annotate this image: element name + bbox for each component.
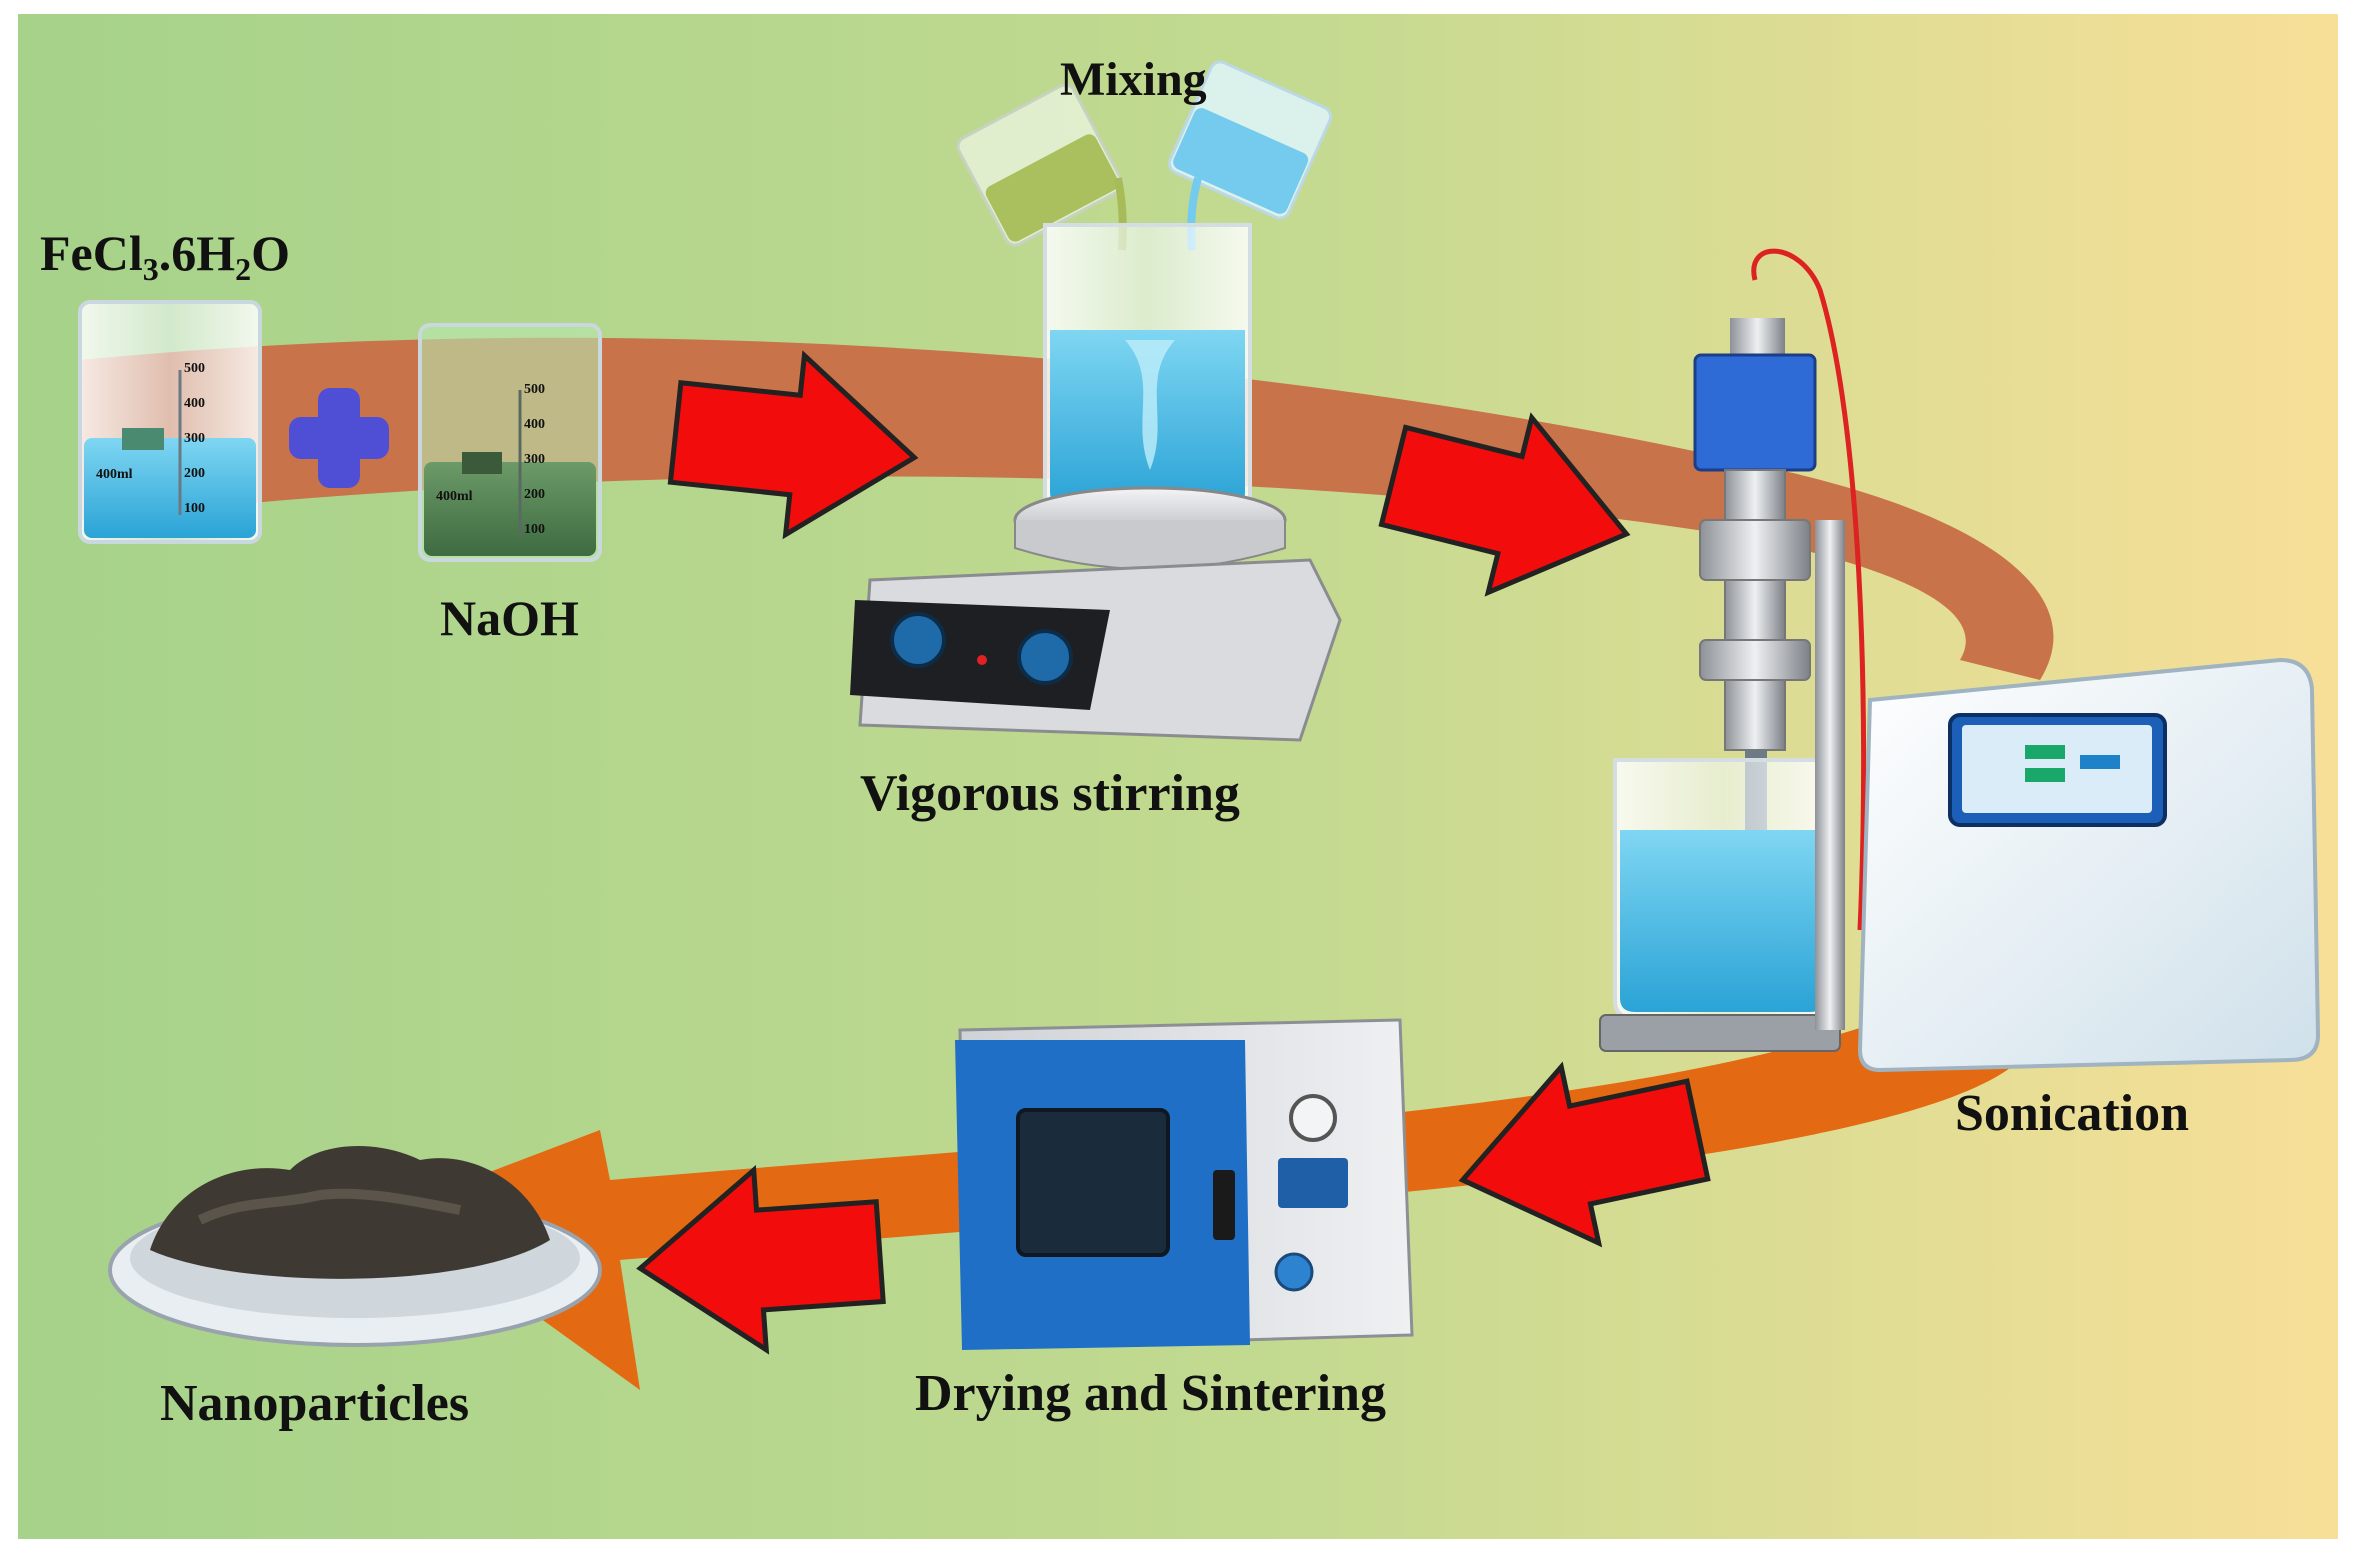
naoh-tick-2: 400 <box>524 417 545 432</box>
sonicator-probe <box>1693 248 1867 931</box>
step-arrow-2 <box>1378 412 1631 597</box>
fecl3-volume-mark: 400ml <box>96 467 133 482</box>
stirrer-knob-right-icon <box>1017 629 1073 685</box>
vacuum-oven <box>955 1018 1414 1350</box>
fecl3-tick-4: 200 <box>184 466 205 481</box>
pressure-gauge-icon <box>1289 1094 1337 1142</box>
step-arrow-3 <box>1458 1061 1711 1248</box>
naoh-label: NaOH <box>440 590 579 646</box>
naoh-beaker: 500 400 300 200 100 400ml <box>418 323 602 562</box>
naoh-tick-1: 500 <box>524 382 545 397</box>
fecl3-tick-2: 400 <box>184 396 205 411</box>
sonication-generator <box>1857 657 2321 1073</box>
sonicator-cable <box>1751 248 1867 931</box>
naoh-tick-3: 300 <box>524 452 545 467</box>
oven-handle <box>1213 1170 1235 1240</box>
step-arrow-4 <box>636 1165 886 1355</box>
naoh-tick-5: 100 <box>524 522 545 537</box>
drying-label: Drying and Sintering <box>915 1365 1386 1422</box>
mixing-label: Mixing <box>1060 53 1207 106</box>
naoh-tick-4: 200 <box>524 487 545 502</box>
stirrer-indicator-light <box>977 655 987 665</box>
fecl3-tick-3: 300 <box>184 431 205 446</box>
oven-knob-icon <box>1274 1252 1314 1292</box>
stirring-label: Vigorous stirring <box>860 765 1240 822</box>
fecl3-beaker: 500 400 300 200 100 400ml <box>78 300 262 544</box>
oven-window <box>1016 1108 1170 1257</box>
fecl3-label: FeCl3.6H2O <box>40 225 290 287</box>
magnetic-stirrer <box>850 486 1342 742</box>
nanoparticle-dish <box>108 1146 602 1347</box>
step-arrow-1 <box>667 350 919 540</box>
naoh-volume-mark: 400ml <box>436 489 473 504</box>
pouring-beaker-blue <box>1167 60 1333 220</box>
pouring-beaker-green <box>956 83 1124 247</box>
stirring-beaker <box>1043 223 1252 514</box>
sonication-label: Sonication <box>1955 1085 2189 1142</box>
nanoparticles-label: Nanoparticles <box>160 1375 469 1432</box>
plus-icon <box>289 388 389 488</box>
fecl3-tick-1: 500 <box>184 361 205 376</box>
oven-controller <box>1278 1158 1348 1208</box>
stirrer-knob-left-icon <box>890 612 946 668</box>
sonication-beaker <box>1599 520 1845 1052</box>
fecl3-tick-5: 100 <box>184 501 205 516</box>
